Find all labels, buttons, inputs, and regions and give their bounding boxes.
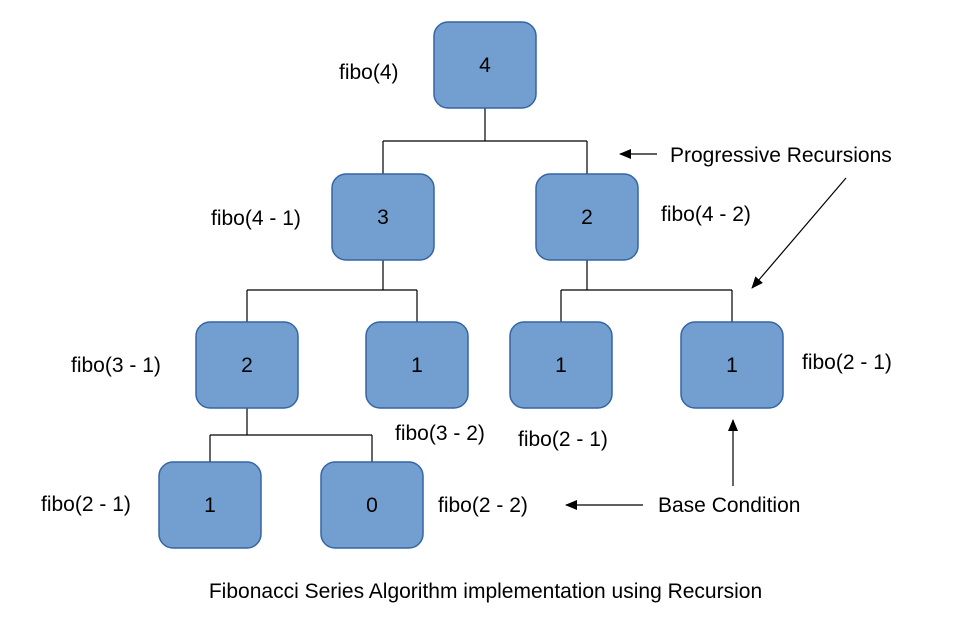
- node-fibo-3: 3: [331, 173, 435, 261]
- node-fibo-1-d: 1: [158, 461, 262, 549]
- figure-caption: Fibonacci Series Algorithm implementatio…: [208, 580, 763, 603]
- node-fibo-1-c: 1: [680, 321, 784, 409]
- call-label-fibo-2-minus-1-mid: fibo(2 - 1): [518, 428, 608, 451]
- node-fibo-0: 0: [320, 461, 424, 549]
- node-fibo-4: 4: [433, 21, 537, 109]
- node-fibo-2-right: 2: [535, 173, 639, 261]
- tree-edges: [209, 108, 733, 462]
- call-label-fibo-2-minus-2: fibo(2 - 2): [438, 494, 528, 517]
- node-value: 4: [479, 54, 491, 77]
- node-value: 1: [411, 354, 423, 377]
- edge-root-children: [382, 108, 588, 174]
- node-value: 0: [366, 494, 378, 517]
- node-value: 1: [555, 354, 567, 377]
- call-label-fibo-4-minus-1: fibo(4 - 1): [211, 207, 301, 230]
- node-value: 1: [726, 354, 738, 377]
- node-value: 2: [581, 206, 593, 229]
- call-label-fibo-4: fibo(4): [339, 61, 399, 84]
- edge-n2l-children: [209, 408, 373, 462]
- progressive-recursions-arrow-diagonal: [751, 177, 847, 289]
- base-condition-label: Base Condition: [658, 494, 800, 517]
- progressive-recursions-label: Progressive Recursions: [670, 144, 892, 167]
- call-label-fibo-3-minus-1: fibo(3 - 1): [71, 354, 161, 377]
- node-fibo-2-left: 2: [195, 321, 299, 409]
- call-label-fibo-2-minus-1-right: fibo(2 - 1): [802, 351, 892, 374]
- node-value: 2: [241, 354, 253, 377]
- node-fibo-1-b: 1: [509, 321, 613, 409]
- edge-n3-children: [246, 260, 418, 322]
- call-label-fibo-4-minus-2: fibo(4 - 2): [661, 203, 751, 226]
- node-value: 1: [204, 494, 216, 517]
- node-fibo-1-a: 1: [365, 321, 469, 409]
- node-value: 3: [377, 206, 389, 229]
- call-label-fibo-3-minus-2: fibo(3 - 2): [395, 422, 485, 445]
- call-label-fibo-2-minus-1-bottom: fibo(2 - 1): [41, 493, 131, 516]
- edge-n2r-children: [560, 260, 733, 322]
